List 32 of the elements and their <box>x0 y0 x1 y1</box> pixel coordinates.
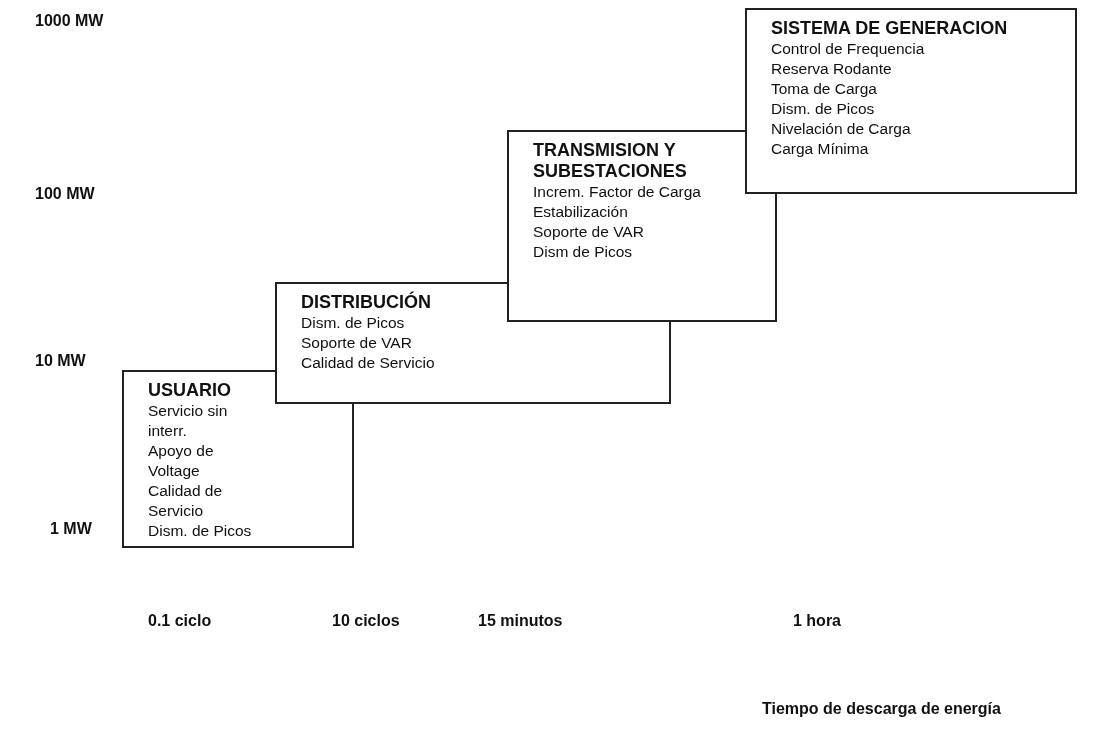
box-heading: SISTEMA DE GENERACION <box>771 18 1009 39</box>
list-item: Carga Mínima <box>771 139 870 159</box>
list-item: Dism. de Picos <box>148 521 253 541</box>
time-label: 0.1 ciclo <box>148 612 212 630</box>
power-label: 10 MW <box>35 352 86 370</box>
box-heading: DISTRIBUCIÓN <box>301 292 432 313</box>
list-item: Dism de Picos <box>533 242 634 262</box>
category-box <box>745 8 1077 194</box>
list-item: Apoyo de Voltage <box>148 441 215 481</box>
list-item: Estabilización <box>533 202 629 222</box>
list-item: Servicio sin interr. <box>148 401 229 441</box>
time-label: 15 minutos <box>478 612 563 630</box>
time-label: 1 hora <box>793 612 841 630</box>
box-heading: TRANSMISION Y SUBESTACIONES <box>533 140 688 182</box>
list-item: Dism. de Picos <box>771 99 876 119</box>
list-item: Nivelación de Carga <box>771 119 912 139</box>
box-heading: USUARIO <box>148 380 232 401</box>
list-item: Soporte de VAR <box>301 333 413 353</box>
category-box <box>122 370 354 548</box>
axis-title: Tiempo de descarga de energía <box>762 700 1001 718</box>
list-item: Calidad de Servicio <box>301 353 436 373</box>
power-label: 1 MW <box>50 520 92 538</box>
list-item: Increm. Factor de Carga <box>533 182 702 202</box>
list-item: Toma de Carga <box>771 79 878 99</box>
list-item: Reserva Rodante <box>771 59 893 79</box>
time-label: 10 ciclos <box>332 612 400 630</box>
power-label: 100 MW <box>35 185 95 203</box>
list-item: Calidad de Servicio <box>148 481 224 521</box>
power-label: 1000 MW <box>35 12 104 30</box>
list-item: Dism. de Picos <box>301 313 406 333</box>
list-item: Control de Frequencia <box>771 39 926 59</box>
list-item: Soporte de VAR <box>533 222 645 242</box>
